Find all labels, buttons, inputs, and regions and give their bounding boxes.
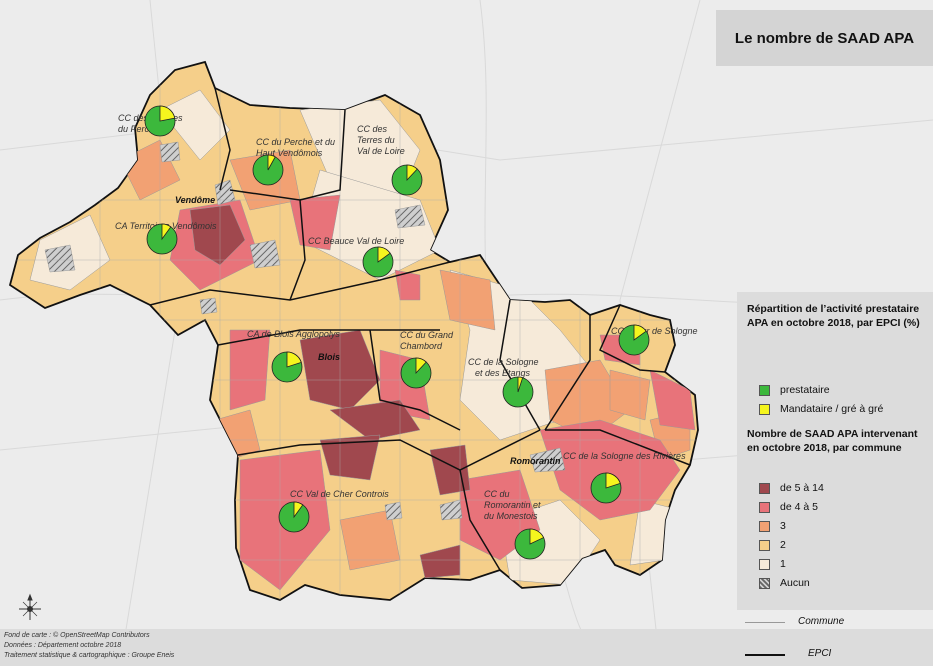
pie-mandataire-slice: [159, 105, 176, 122]
class-swatch: [759, 501, 770, 513]
legend-label: de 5 à 14: [780, 482, 824, 494]
class-swatch: [759, 482, 770, 494]
legend-class-3: 3: [759, 520, 786, 532]
class-swatch: [759, 520, 770, 532]
legend-label: 1: [780, 558, 786, 570]
pie-mandataire-slice: [286, 351, 302, 368]
epci-label: CA de Blois Agglopolys: [247, 329, 340, 339]
legend-class-2: 2: [759, 539, 786, 551]
legend-label: 2: [780, 539, 786, 551]
city-label: Vendôme: [175, 195, 215, 205]
legend-item-mandataire: Mandataire / gré à gré: [759, 403, 883, 415]
epci-label: et des Etangs: [475, 368, 531, 378]
class-swatch: [759, 577, 770, 589]
epci-label: Terres du: [357, 135, 395, 145]
epci-line-swatch: [745, 654, 785, 656]
legend-label: Mandataire / gré à gré: [780, 403, 884, 415]
legend-item-prestataire: prestataire: [759, 384, 830, 396]
epci-label: CC Beauce Val de Loire: [308, 236, 404, 246]
epci-label: CC du: [484, 489, 510, 499]
epci-label: CC des: [357, 124, 388, 134]
prestataire-swatch: [759, 384, 770, 396]
epci-label: Romorantin et: [484, 500, 541, 510]
pie-mandataire-slice: [633, 324, 647, 341]
epci-label: du Perche: [118, 124, 159, 134]
pie-mandataire-slice: [406, 164, 418, 182]
pie-mandataire-slice: [605, 472, 621, 489]
epci-label: CC du Perche et du: [256, 137, 335, 147]
epci-label: CC de la Sologne des Rivières: [563, 451, 686, 461]
source-line: Données : Département octobre 2018: [4, 642, 122, 649]
footer-band: Fond de carte : © OpenStreetMap Contribu…: [0, 629, 933, 666]
legend-label: 3: [780, 520, 786, 532]
epci-label: CC Cœur de Sologne: [611, 326, 698, 336]
legend-class-1: 1: [759, 558, 786, 570]
pie-mandataire-slice: [161, 223, 172, 241]
legend-class-5-14: de 5 à 14: [759, 482, 824, 494]
pie-mandataire-slice: [377, 246, 391, 263]
legend-choro-title: Nombre de SAAD APA intervenant en octobr…: [747, 428, 918, 454]
legend-class-4-5: de 4 à 5: [759, 501, 818, 513]
city-label: Blois: [318, 352, 340, 362]
pie-mandataire-slice: [517, 376, 524, 393]
legend-panel: Répartition de l’activité prestataire AP…: [737, 292, 933, 610]
legend-pie-title: Répartition de l’activité prestataire AP…: [747, 303, 920, 329]
commune-line-swatch: [745, 622, 785, 623]
commune-line-label: Commune: [798, 616, 845, 627]
epci-label: Haut Vendômois: [256, 148, 323, 158]
legend-label: prestataire: [780, 384, 830, 396]
epci-label: du Monestois: [484, 511, 538, 521]
legend-label: Aucun: [780, 577, 810, 589]
epci-line-label: EPCI: [808, 648, 832, 659]
epci-label: CC Val de Cher Controis: [290, 489, 389, 499]
source-line: Traitement statistique & cartographique …: [4, 652, 175, 659]
epci-label: Val de Loire: [357, 146, 405, 156]
pie-mandataire-slice: [293, 501, 304, 519]
pie-mandataire-slice: [415, 357, 427, 375]
pie-mandataire-slice: [529, 528, 545, 545]
epci-label: CC de la Sologne: [468, 357, 539, 367]
pie-mandataire-slice: [267, 154, 276, 171]
epci-boundaries: [149, 87, 691, 571]
mandataire-swatch: [759, 403, 770, 415]
class-swatch: [759, 558, 770, 570]
epci-label: CC du Grand: [400, 330, 454, 340]
class-swatch: [759, 539, 770, 551]
map-title: Le nombre de SAAD APA: [716, 10, 933, 66]
compass-icon: [19, 593, 41, 620]
epci-label: Chambord: [400, 341, 443, 351]
source-line: Fond de carte : © OpenStreetMap Contribu…: [4, 632, 150, 639]
legend-class-aucun: Aucun: [759, 577, 810, 589]
epci-pie-charts: [144, 105, 650, 560]
city-label: Romorantin: [510, 456, 561, 466]
legend-label: de 4 à 5: [780, 501, 818, 513]
